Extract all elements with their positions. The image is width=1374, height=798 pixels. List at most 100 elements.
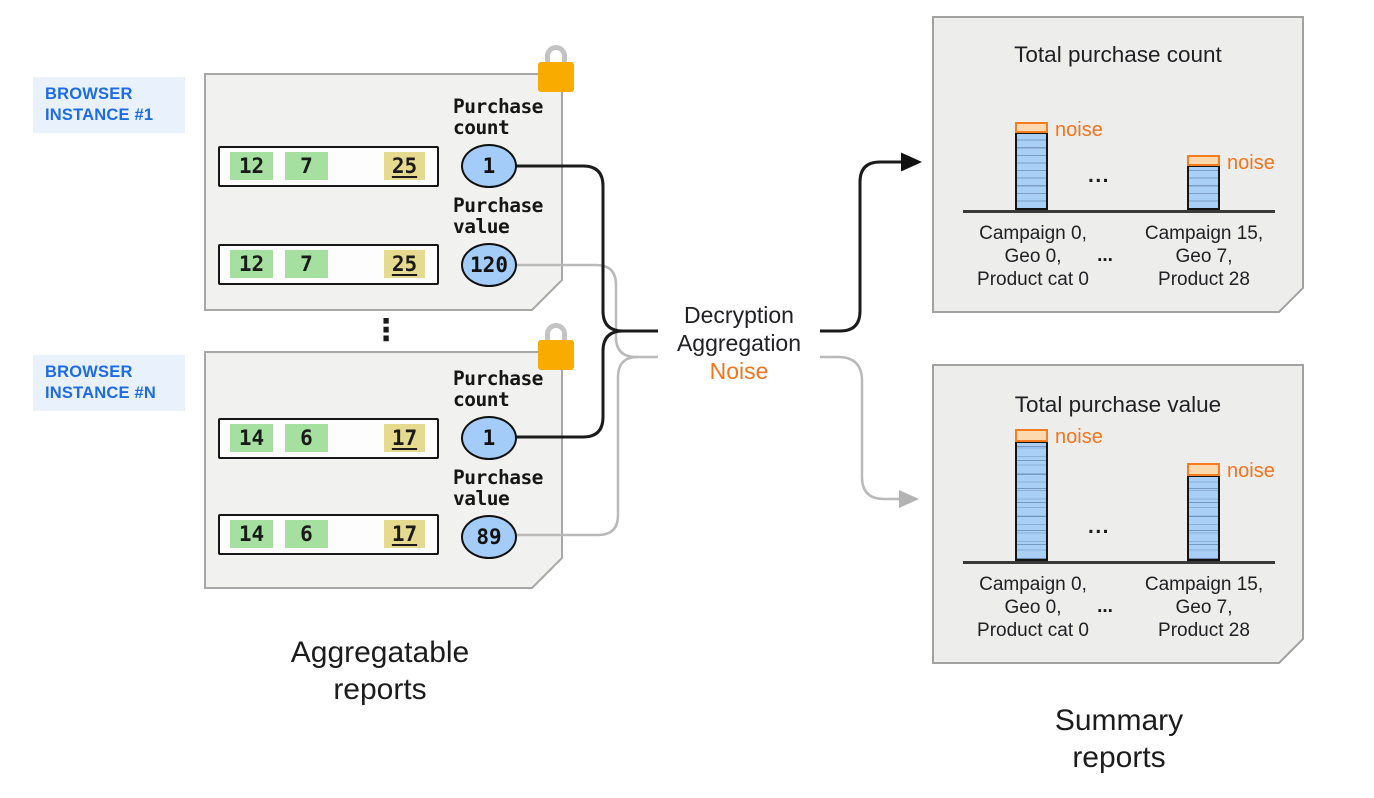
purchase-count-value: 1 (461, 144, 517, 188)
noise-label: noise (1055, 426, 1103, 448)
summary-reports-caption: Summary reports (969, 702, 1269, 776)
metric-label-line: count (453, 116, 510, 139)
lock-body (538, 62, 574, 92)
bar-fill (1015, 442, 1048, 561)
vector-bucket: 12 (230, 250, 273, 278)
vector-bucket-highlighted: 25 (384, 152, 425, 180)
count-category-right: Campaign 15, Geo 7, Product 28 (1114, 222, 1294, 291)
purchase-value-label: Purchase value (453, 195, 543, 237)
count-chart-title: Total purchase count (1014, 42, 1222, 67)
browser-instance-n-badge: BROWSER INSTANCE #N (33, 355, 185, 411)
badge-line: INSTANCE #1 (45, 106, 154, 124)
categories-ellipsis: ... (1097, 245, 1113, 266)
vector-bucket-highlighted: 25 (384, 250, 425, 278)
aggregation-vector-row: 12 7 25 (218, 146, 439, 187)
metric-label-line: value (453, 487, 510, 510)
purchase-value-value: 120 (461, 243, 517, 287)
bar-fill (1187, 476, 1220, 561)
connector-count-out (820, 160, 901, 333)
category-line: Campaign 0, (979, 574, 1087, 595)
metric-label-line: value (453, 215, 510, 238)
metric-label-line: Purchase (453, 95, 543, 118)
badge-line: BROWSER (45, 363, 133, 381)
vector-bucket-highlighted: 17 (384, 424, 425, 452)
noise-cap: noise (1187, 460, 1275, 482)
lock-shackle (545, 323, 567, 342)
category-line: Campaign 15, (1144, 223, 1264, 244)
connector-count-1 (514, 164, 658, 333)
purchase-count-value: 1 (461, 416, 517, 460)
more-reports-ellipsis: ⋮ (371, 313, 401, 348)
arrow-right-black-icon (901, 152, 922, 172)
count-chart-plot: noise noise ... (963, 112, 1275, 213)
category-line: Product cat 0 (977, 620, 1089, 641)
category-line: Geo 7, (1175, 246, 1233, 267)
category-line: Campaign 15, (1144, 574, 1264, 595)
lock-icon (538, 323, 574, 370)
count-category-left: Campaign 0, Geo 0, Product cat 0 (943, 222, 1123, 291)
vector-bucket: 14 (230, 424, 273, 452)
value-chart-title: Total purchase value (1014, 392, 1222, 417)
count-bar-campaign15: noise (1187, 152, 1275, 210)
lock-body (538, 340, 574, 370)
connector-value-n (514, 355, 639, 537)
vector-bucket: 7 (285, 152, 328, 180)
aggregation-vector-row: 14 6 17 (218, 418, 439, 459)
category-line: Product cat 0 (977, 269, 1089, 290)
value-bar-campaign0: noise (1015, 426, 1103, 561)
noise-cap: noise (1015, 426, 1103, 448)
value-chart-plot: noise noise ... (963, 422, 1275, 564)
connector-count-n (514, 329, 624, 439)
noise-cap: noise (1187, 152, 1275, 174)
category-line: Geo 0, (1004, 597, 1062, 618)
metric-label-line: count (453, 388, 510, 411)
noise-label: noise (1227, 152, 1275, 174)
metric-label-line: Purchase (453, 367, 543, 390)
caption-line: Summary (1054, 704, 1184, 737)
lock-shackle (545, 45, 567, 64)
category-line: Product 28 (1158, 620, 1250, 641)
caption-line: reports (333, 673, 427, 706)
category-line: Product 28 (1158, 269, 1250, 290)
browser-instance-1-badge: BROWSER INSTANCE #1 (33, 77, 185, 133)
aggregatable-reports-caption: Aggregatable reports (230, 634, 530, 708)
bars-ellipsis: ... (1088, 164, 1111, 187)
category-line: Campaign 0, (979, 223, 1087, 244)
vector-bucket: 6 (285, 424, 328, 452)
value-bar-campaign15: noise (1187, 460, 1275, 561)
purchase-value-value: 89 (461, 515, 517, 559)
badge-line: INSTANCE #N (45, 384, 156, 402)
vector-bucket: 6 (285, 520, 328, 548)
metric-label-line: Purchase (453, 194, 543, 217)
category-line: Geo 0, (1004, 246, 1062, 267)
categories-ellipsis: ... (1097, 596, 1113, 617)
pipeline-step-noise: Noise (709, 358, 769, 384)
purchase-value-label: Purchase value (453, 467, 543, 509)
aggregation-vector-row: 14 6 17 (218, 514, 439, 555)
vector-bucket-highlighted: 17 (384, 520, 425, 548)
pipeline-steps: Decryption Aggregation Noise (629, 301, 849, 385)
vector-bucket: 7 (285, 250, 328, 278)
noise-label: noise (1227, 460, 1275, 482)
category-line: Geo 7, (1175, 597, 1233, 618)
value-category-left: Campaign 0, Geo 0, Product cat 0 (943, 573, 1123, 642)
vector-bucket: 12 (230, 152, 273, 180)
metric-label-line: Purchase (453, 466, 543, 489)
purchase-count-label: Purchase count (453, 96, 543, 138)
bar-fill (1015, 133, 1048, 210)
bars-ellipsis: ... (1088, 515, 1111, 538)
summary-report-count-box (932, 16, 1304, 313)
connector-value-out (820, 355, 899, 501)
arrow-right-gray-icon (899, 490, 919, 508)
purchase-count-label: Purchase count (453, 368, 543, 410)
value-category-right: Campaign 15, Geo 7, Product 28 (1114, 573, 1294, 642)
caption-line: Aggregatable (290, 636, 470, 669)
bar-fill (1187, 166, 1220, 210)
lock-icon (538, 45, 574, 92)
pipeline-step-aggregation: Aggregation (676, 330, 802, 356)
aggregation-vector-row: 12 7 25 (218, 244, 439, 285)
x-axis (963, 210, 1275, 213)
badge-line: BROWSER (45, 85, 133, 103)
pipeline-step-decryption: Decryption (684, 302, 794, 328)
